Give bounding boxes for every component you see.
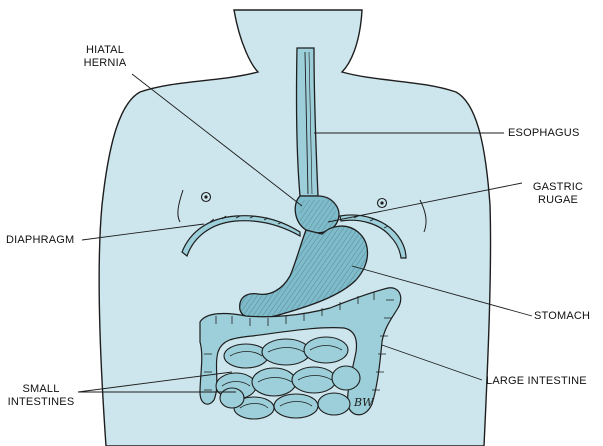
small-intestine-folds: [221, 345, 343, 409]
diaphragm-texture: [209, 215, 389, 229]
leader-hiatal-hernia: [131, 73, 303, 207]
label-small-intestines: SMALL INTESTINES: [7, 383, 75, 408]
left-flank-contour: [177, 189, 184, 223]
label-diaphragm: DIAPHRAGM: [6, 234, 75, 246]
leader-gastric-rugae: [327, 182, 523, 223]
esophagus-lumen: [304, 51, 309, 195]
leader-lines: [77, 73, 533, 393]
leader-small-intestines-1: [77, 371, 233, 393]
leader-large-intestine: [381, 344, 483, 381]
colon-haustra: [204, 292, 394, 391]
leader-diaphragm: [81, 223, 205, 241]
diaphragm: [181, 215, 301, 257]
label-esophagus: ESOPHAGUS: [508, 127, 580, 139]
hernia-rugae: [300, 200, 336, 230]
esophagus-lumen-2: [308, 51, 313, 195]
leader-stomach: [351, 265, 533, 317]
diaphragm-right: [339, 214, 407, 259]
label-gastric-rugae: GASTRIC RUGAE: [532, 181, 584, 206]
left-nipple: [200, 191, 212, 203]
torso-silhouette: [98, 9, 492, 446]
artist-signature: BW: [353, 396, 375, 409]
label-hiatal-hernia: HIATAL HERNIA: [83, 44, 127, 69]
label-stomach: STOMACH: [534, 310, 591, 322]
right-nipple: [376, 197, 388, 209]
label-large-intestine: LARGE INTESTINE: [486, 375, 587, 387]
small-intestines: [215, 336, 361, 420]
